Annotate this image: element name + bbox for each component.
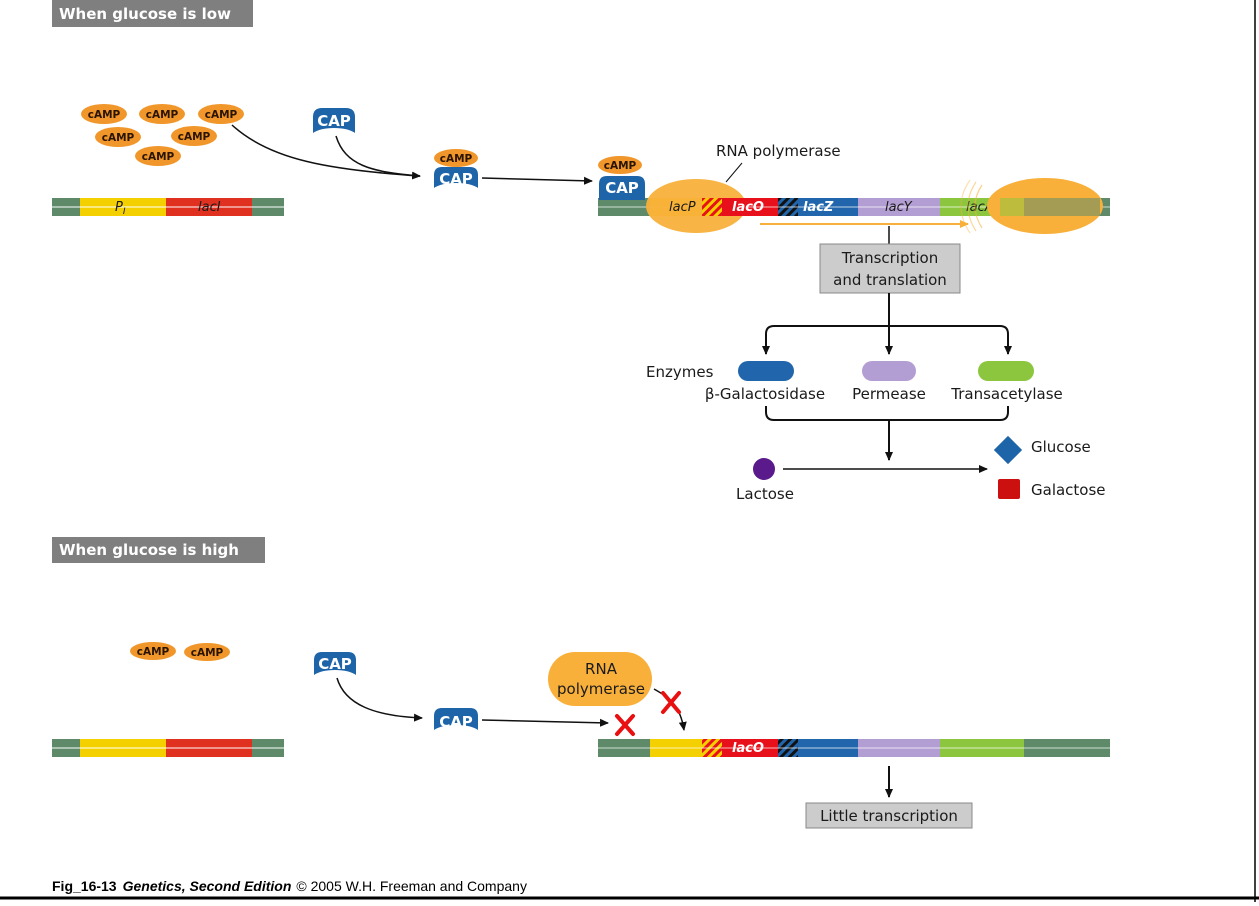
glucose-label: Glucose [1031,438,1091,456]
enzyme-transacetylase: Transacetylase [950,361,1063,403]
svg-text:cAMP: cAMP [604,160,637,172]
camp-binding-arrow [231,124,421,180]
svg-text:CAP: CAP [439,170,473,188]
enzymes-label: Enzymes [646,363,714,381]
svg-text:RNA: RNA [585,660,618,678]
header-glucose-low: When glucose is low [52,0,253,27]
lactose-molecule [753,458,775,480]
header-glucose-high: When glucose is high [52,537,265,563]
promoter-label: PI [115,200,126,217]
svg-text:CAP: CAP [605,179,639,197]
rna-polymerase-unbound: RNA polymerase [548,652,652,706]
svg-text:cAMP: cAMP [137,646,170,658]
camp-molecule: cAMP [81,104,127,124]
cap-protein: CAP [313,108,355,133]
camp-molecule: cAMP [171,126,217,146]
cap-binding-arrow [335,135,421,177]
camp-molecule: cAMP [139,104,185,124]
rna-polymerase-bound [646,179,746,233]
header-high-bg [52,537,265,563]
cap-camp-bound: cAMP CAP [598,156,645,200]
svg-text:and translation: and translation [833,271,947,289]
header-low-bg [52,0,253,27]
laca-label: lacA [966,200,994,215]
lacp-label: lacP [669,200,696,215]
blocked-cap-x-icon [615,714,635,736]
galactose-molecule [998,479,1020,499]
svg-text:cAMP: cAMP [146,109,179,121]
transcription-translation-box: Transcription and translation [819,243,961,294]
camp-cluster-low: cAMP cAMP cAMP cAMP cAMP cAMP [81,104,244,166]
lacz-label: lacZ [803,200,834,215]
operon-dna-inactive: lacO [598,739,1110,757]
svg-text:cAMP: cAMP [102,132,135,144]
svg-text:polymerase: polymerase [557,680,645,698]
svg-text:CAP: CAP [318,655,352,673]
svg-text:CAP: CAP [317,112,351,130]
little-transcription-box: Little transcription [805,802,973,829]
repressor-gene-dna: PI lacI [52,198,284,217]
lacy-label: lacY [885,200,913,215]
svg-text:cAMP: cAMP [88,109,121,121]
svg-text:cAMP: cAMP [178,131,211,143]
laco-label-high: lacO [732,741,764,756]
cap-protein-free: CAP [314,652,356,675]
svg-text:cAMP: cAMP [142,151,175,163]
enzyme-beta-galactosidase: β-Galactosidase [705,361,825,403]
cap-to-dna-arrow [481,718,609,727]
laco-label: lacO [732,200,764,215]
camp-molecule: cAMP [198,104,244,124]
camp-molecule: cAMP [95,127,141,147]
camp-molecule: cAMP [135,146,181,166]
blocked-polymerase-x-icon [661,691,681,714]
rna-polymerase-moving [960,178,1103,234]
rna-polymerase-pointer [725,162,743,183]
header-high-text: When glucose is high [59,541,239,559]
lactose-label: Lactose [736,485,794,503]
laci-label: lacI [198,200,221,215]
galactose-label: Galactose [1031,481,1106,499]
camp-cap-complex: cAMP CAP [434,149,478,188]
enzyme-branch-arrows [762,293,1012,355]
enzyme-permease: Permease [852,361,926,403]
glucose-molecule [993,435,1023,465]
svg-text:cAMP: cAMP [440,153,473,165]
camp-molecule: cAMP [130,642,176,660]
svg-text:β-Galactosidase: β-Galactosidase [705,385,825,403]
svg-text:CAP: CAP [439,713,473,731]
svg-text:cAMP: cAMP [205,109,238,121]
rna-polymerase-label: RNA polymerase [716,142,841,160]
svg-text:Permease: Permease [852,385,926,403]
cap-protein-unbound: CAP [434,708,478,731]
cap-site-hatch [702,198,722,216]
svg-text:Little transcription: Little transcription [820,807,958,825]
enzyme-converge-bracket [765,406,1009,421]
svg-text:Transacetylase: Transacetylase [950,385,1062,403]
header-low-text: When glucose is low [59,5,231,23]
camp-molecule: cAMP [184,643,230,661]
cap-free-arrow [336,677,423,722]
operator-segment [722,198,746,216]
svg-text:cAMP: cAMP [191,647,224,659]
complex-to-dna-arrow [481,176,593,185]
svg-text:Transcription: Transcription [841,249,938,267]
repressor-gene-dna-high [52,739,284,757]
camp-cluster-high: cAMP cAMP [130,642,230,661]
